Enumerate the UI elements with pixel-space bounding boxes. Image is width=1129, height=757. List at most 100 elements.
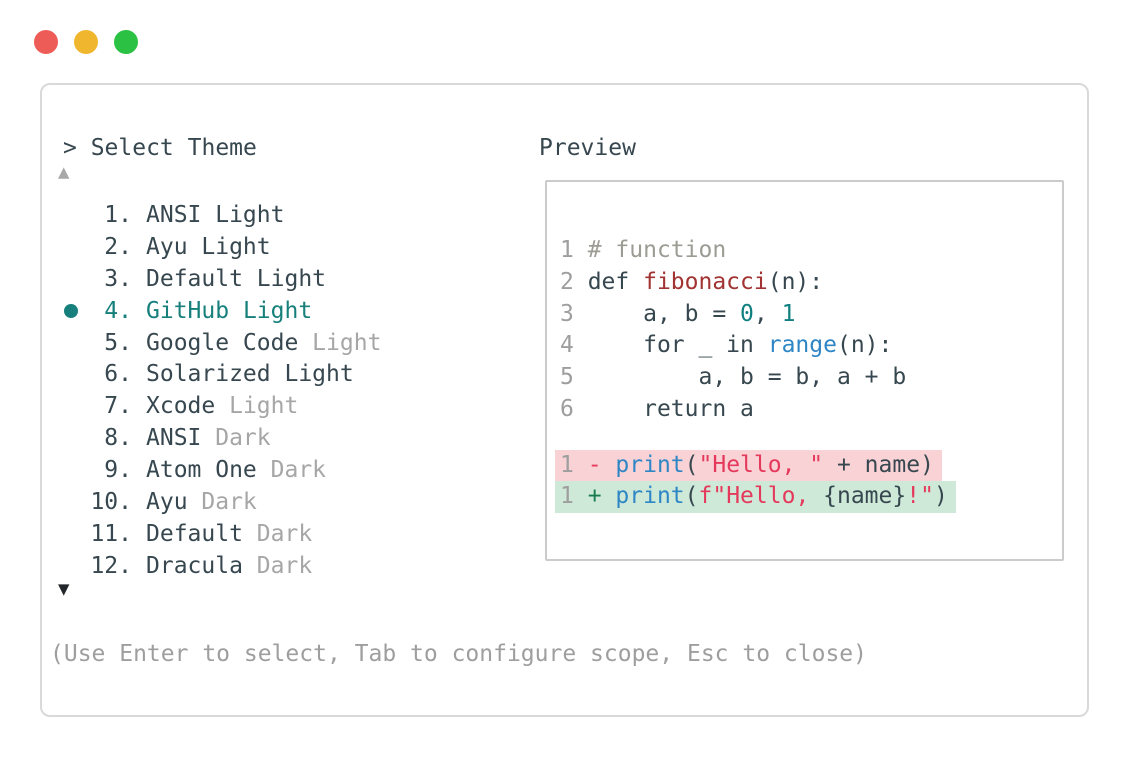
theme-item[interactable]: 9. Atom One Dark (58, 454, 381, 486)
theme-number: 4. (104, 297, 132, 324)
theme-number: 10. (90, 488, 132, 515)
diff-line-removed: 1 - print("Hello, " + name) (555, 450, 942, 482)
theme-name: Xcode (146, 393, 216, 420)
selected-dot (58, 303, 84, 318)
theme-item[interactable]: 2. Ayu Light (58, 231, 381, 263)
theme-number: 11. (90, 520, 132, 547)
code-token: print (615, 483, 685, 510)
theme-number: 12. (90, 552, 132, 579)
code-token: , (753, 300, 782, 327)
zoom-button[interactable] (114, 30, 138, 54)
preview-title: Preview (539, 135, 636, 161)
theme-item[interactable]: 11. Default Dark (58, 518, 381, 550)
code-token: f"Hello, (698, 483, 824, 510)
code-token: ( (684, 483, 699, 510)
theme-variant: Light (201, 201, 285, 228)
theme-item[interactable]: 1. ANSI Light (58, 199, 381, 231)
code-token: fibonacci (643, 268, 768, 295)
code-token: (n): (836, 332, 893, 359)
code-token: return a (587, 395, 754, 422)
code-token: ) (933, 483, 948, 510)
line-number: 1 (560, 452, 588, 478)
code-token: def (587, 268, 644, 295)
selection-bullet-icon (64, 303, 78, 318)
theme-number: 9. (104, 457, 132, 484)
theme-variant: Light (187, 233, 271, 260)
code-token: !" (906, 483, 934, 510)
theme-name: ANSI (146, 425, 202, 452)
code-token: ( (684, 452, 699, 478)
code-token: - (587, 452, 616, 478)
window-controls (34, 30, 138, 54)
theme-variant: Dark (242, 520, 313, 547)
theme-name: Ayu (146, 233, 188, 260)
theme-variant: Light (229, 297, 313, 324)
code-token: for _ in (587, 332, 768, 359)
theme-name: GitHub (146, 297, 230, 324)
line-number: 1 (560, 237, 588, 263)
theme-name: Solarized (146, 361, 271, 388)
code-token: {name} (823, 483, 907, 510)
theme-name: ANSI (146, 201, 202, 228)
line-number: 6 (560, 395, 588, 422)
code-token: + (587, 483, 616, 510)
theme-item[interactable]: 12. Dracula Dark (58, 550, 381, 582)
theme-variant: Light (242, 265, 327, 292)
theme-name: Default (146, 520, 243, 547)
theme-name: Google Code (146, 329, 299, 356)
code-line: 2 def fibonacci(n): (560, 267, 906, 299)
select-theme-prompt: > Select Theme (63, 135, 257, 161)
theme-number: 1. (104, 201, 132, 228)
line-number: 3 (560, 300, 588, 327)
theme-item[interactable]: 7. Xcode Light (58, 390, 381, 422)
scroll-down-icon[interactable]: ▼ (58, 578, 70, 600)
keyboard-hint: (Use Enter to select, Tab to configure s… (50, 641, 867, 667)
theme-selector-panel: > Select Theme Preview ▲ 1. ANSI Light 2. A… (40, 83, 1089, 717)
theme-item[interactable]: 8. ANSI Dark (58, 422, 381, 454)
theme-number: 8. (104, 425, 132, 452)
theme-name: Default (146, 265, 243, 292)
code-line: 5 a, b = b, a + b (560, 362, 906, 394)
code-token: print (615, 452, 685, 478)
code-token: + name) (823, 452, 934, 478)
diff-line-added: 1 + print(f"Hello, {name}!") (555, 481, 956, 513)
code-token: "Hello, " (698, 452, 824, 478)
theme-number: 6. (104, 361, 132, 388)
code-token: a, b = b, a + b (587, 364, 907, 391)
close-button[interactable] (34, 30, 58, 54)
theme-variant: Dark (201, 425, 271, 452)
theme-item[interactable]: 4. GitHub Light (58, 295, 381, 327)
theme-number: 2. (104, 233, 132, 260)
code-line: 1 # function (560, 235, 906, 267)
theme-item[interactable]: 5.Google Code Light (58, 327, 381, 359)
minimize-button[interactable] (74, 30, 98, 54)
code-token: 0 (740, 300, 754, 327)
code-line: 4 for _ in range(n): (560, 330, 906, 362)
line-number: 1 (560, 483, 588, 510)
theme-variant: Dark (256, 457, 327, 484)
line-number: 4 (560, 332, 588, 359)
theme-variant: Dark (242, 552, 313, 579)
theme-name: Atom One (146, 457, 257, 484)
theme-number: 7. (104, 393, 132, 420)
code-token: 1 (781, 300, 796, 327)
theme-variant: Dark (187, 488, 257, 515)
theme-number: 5. (104, 329, 132, 356)
code-line: 6 return a (560, 394, 906, 426)
code-token: range (767, 332, 837, 359)
line-number: 5 (560, 364, 588, 391)
code-line: 3 a, b = 0, 1 (560, 299, 906, 331)
diff-preview: 1 - print("Hello, " + name)1 + print(f"H… (555, 450, 956, 513)
code-token: a, b = (587, 300, 741, 327)
theme-variant: Light (270, 361, 354, 388)
theme-name: Ayu (146, 488, 188, 515)
theme-item[interactable]: 6. Solarized Light (58, 358, 381, 390)
theme-item[interactable]: 10. Ayu Dark (58, 486, 381, 518)
theme-variant: Light (215, 393, 299, 420)
theme-name: Dracula (146, 552, 243, 579)
theme-item[interactable]: 3.Default Light (58, 263, 381, 295)
line-number: 2 (560, 268, 588, 295)
scroll-up-icon[interactable]: ▲ (58, 161, 70, 183)
